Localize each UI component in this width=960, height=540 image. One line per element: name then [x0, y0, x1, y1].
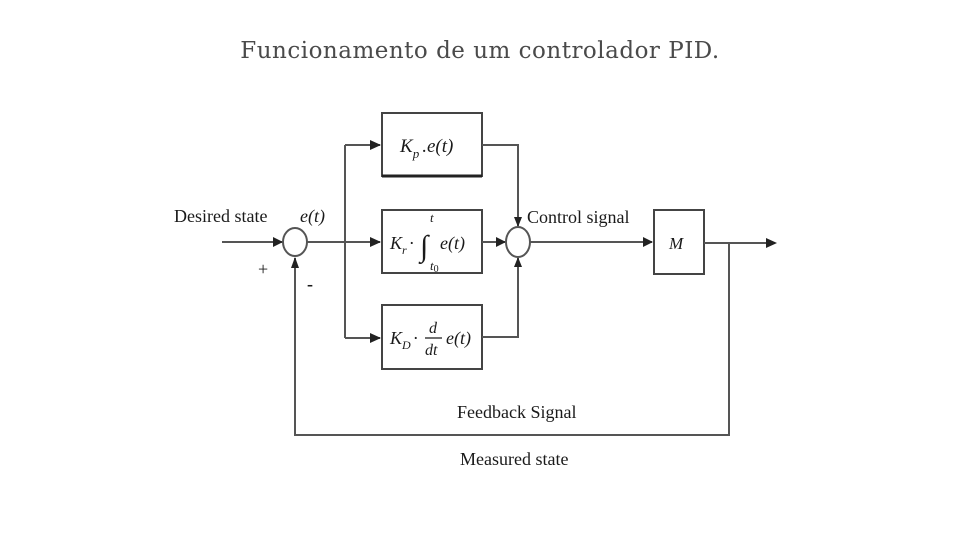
derivative-denominator: dt: [425, 342, 438, 359]
integral-sign: ∫: [418, 230, 430, 265]
control-signal-label: Control signal: [527, 207, 630, 227]
output-arrow-icon: [766, 238, 777, 248]
integral-upper-limit: t: [430, 210, 434, 225]
plant-label: M: [668, 234, 684, 253]
derivative-operand: e(t): [446, 328, 471, 349]
proportional-expression: Kp.e(t): [399, 136, 453, 161]
feedback-wire: [294, 243, 730, 436]
error-summing-junction: [282, 227, 308, 257]
control-signal-arrow-icon: [643, 237, 653, 247]
derivative-numerator: d: [429, 320, 438, 337]
feedback-arrow-icon: [291, 257, 299, 268]
d-output-wire: [482, 258, 519, 338]
d-output-arrow-icon: [514, 257, 522, 267]
minus-sign: -: [307, 274, 313, 294]
slide-title: Funcionamento de um controlador PID.: [240, 38, 720, 64]
error-label: e(t): [300, 206, 325, 227]
p-output-arrow-icon: [514, 217, 522, 227]
i-input-arrow-icon: [370, 237, 381, 247]
controller-summing-junction: [505, 226, 531, 258]
p-output-wire: [482, 144, 519, 226]
derivative-block: [381, 304, 483, 370]
integral-operand: e(t): [440, 233, 465, 254]
integral-expression: Kr·: [389, 233, 415, 257]
i-output-arrow-icon: [496, 237, 506, 247]
integral-block: [381, 209, 483, 274]
proportional-block: [381, 112, 483, 177]
plant-block: [653, 209, 705, 275]
plus-sign: +: [258, 259, 268, 279]
derivative-gain: KD·: [389, 328, 419, 352]
p-input-arrow-icon: [370, 140, 381, 150]
input-arrow-icon: [273, 237, 283, 247]
integral-lower-limit: t0: [430, 258, 439, 275]
feedback-signal-label: Feedback Signal: [457, 402, 576, 422]
measured-state-label: Measured state: [460, 449, 568, 469]
d-input-arrow-icon: [370, 333, 381, 343]
desired-state-label: Desired state: [174, 206, 267, 226]
